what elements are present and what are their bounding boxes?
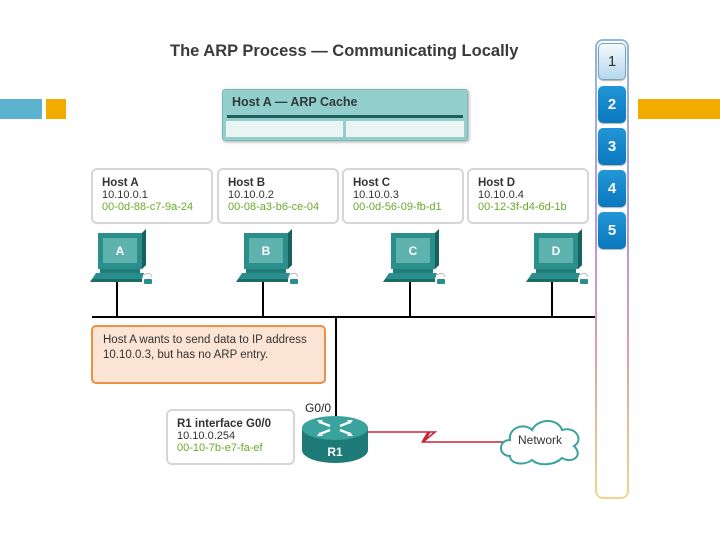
host-c-info: Host C 10.10.0.3 00-0d-56-09-fb-d1 <box>342 168 464 224</box>
pc-label: D <box>552 244 561 258</box>
host-b-pc-icon[interactable]: B <box>234 229 304 289</box>
host-name: Host A <box>102 177 139 189</box>
step-4-button[interactable]: 4 <box>598 170 626 207</box>
host-d-info: Host D 10.10.0.4 00-12-3f-d4-6d-1b <box>467 168 589 224</box>
arp-cache-title: Host A — ARP Cache <box>232 95 358 109</box>
arp-cache-table: Host A — ARP Cache <box>222 89 468 141</box>
host-a-info: Host A 10.10.0.1 00-0d-88-c7-9a-24 <box>91 168 213 224</box>
arp-cache-mac-cell <box>346 121 464 137</box>
pc-label: A <box>116 244 125 258</box>
host-name: Host C <box>353 177 391 189</box>
host-name: Host D <box>478 177 516 189</box>
explanation-note: Host A wants to send data to IP address … <box>91 325 326 384</box>
host-b-info: Host B 10.10.0.2 00-08-a3-b6-ce-04 <box>217 168 339 224</box>
host-ip: 10.10.0.1 <box>102 189 148 201</box>
host-ip: 10.10.0.2 <box>228 189 274 201</box>
host-c-link <box>409 282 411 317</box>
arp-cache-ip-cell <box>226 121 343 137</box>
step-1-button[interactable]: 1 <box>598 43 626 80</box>
host-a-pc-icon[interactable]: A <box>88 229 158 289</box>
router-mac: 00-10-7b-e7-fa-ef <box>177 442 263 454</box>
decorative-square-left <box>46 99 66 119</box>
host-mac: 00-0d-56-09-fb-d1 <box>353 201 442 213</box>
host-c-pc-icon[interactable]: C <box>381 229 451 289</box>
router-ip: 10.10.0.254 <box>177 430 236 442</box>
host-name: Host B <box>228 177 266 189</box>
host-mac: 00-12-3f-d4-6d-1b <box>478 201 567 213</box>
host-a-link <box>116 282 118 317</box>
step-5-button[interactable]: 5 <box>598 212 626 249</box>
router-icon[interactable]: R1 <box>300 414 370 466</box>
arp-cache-divider <box>227 115 463 118</box>
host-ip: 10.10.0.3 <box>353 189 399 201</box>
host-d-pc-icon[interactable]: D <box>524 229 594 289</box>
router-link <box>335 316 337 417</box>
serial-link <box>365 431 503 443</box>
network-cloud-icon[interactable]: Network <box>496 412 586 467</box>
router-interface-label: G0/0 <box>305 401 332 415</box>
step-3-button[interactable]: 3 <box>598 128 626 165</box>
cloud-label: Network <box>518 433 563 447</box>
pc-label: C <box>409 244 418 258</box>
host-mac: 00-08-a3-b6-ce-04 <box>228 201 320 213</box>
step-2-button[interactable]: 2 <box>598 86 626 123</box>
host-d-link <box>551 282 553 317</box>
decorative-bar-right <box>638 99 720 119</box>
diagram-title: The ARP Process — Communicating Locally <box>170 42 519 60</box>
decorative-bar-left <box>0 99 42 119</box>
host-b-link <box>262 282 264 317</box>
pc-label: B <box>262 244 271 258</box>
step-navigator: 1 2 3 4 5 <box>595 39 629 499</box>
router-name: R1 <box>327 445 343 459</box>
router-info: R1 interface G0/0 10.10.0.254 00-10-7b-e… <box>166 409 295 465</box>
host-mac: 00-0d-88-c7-9a-24 <box>102 201 194 213</box>
router-info-title: R1 interface G0/0 <box>177 418 271 430</box>
lan-segment <box>92 316 596 318</box>
host-ip: 10.10.0.4 <box>478 189 524 201</box>
